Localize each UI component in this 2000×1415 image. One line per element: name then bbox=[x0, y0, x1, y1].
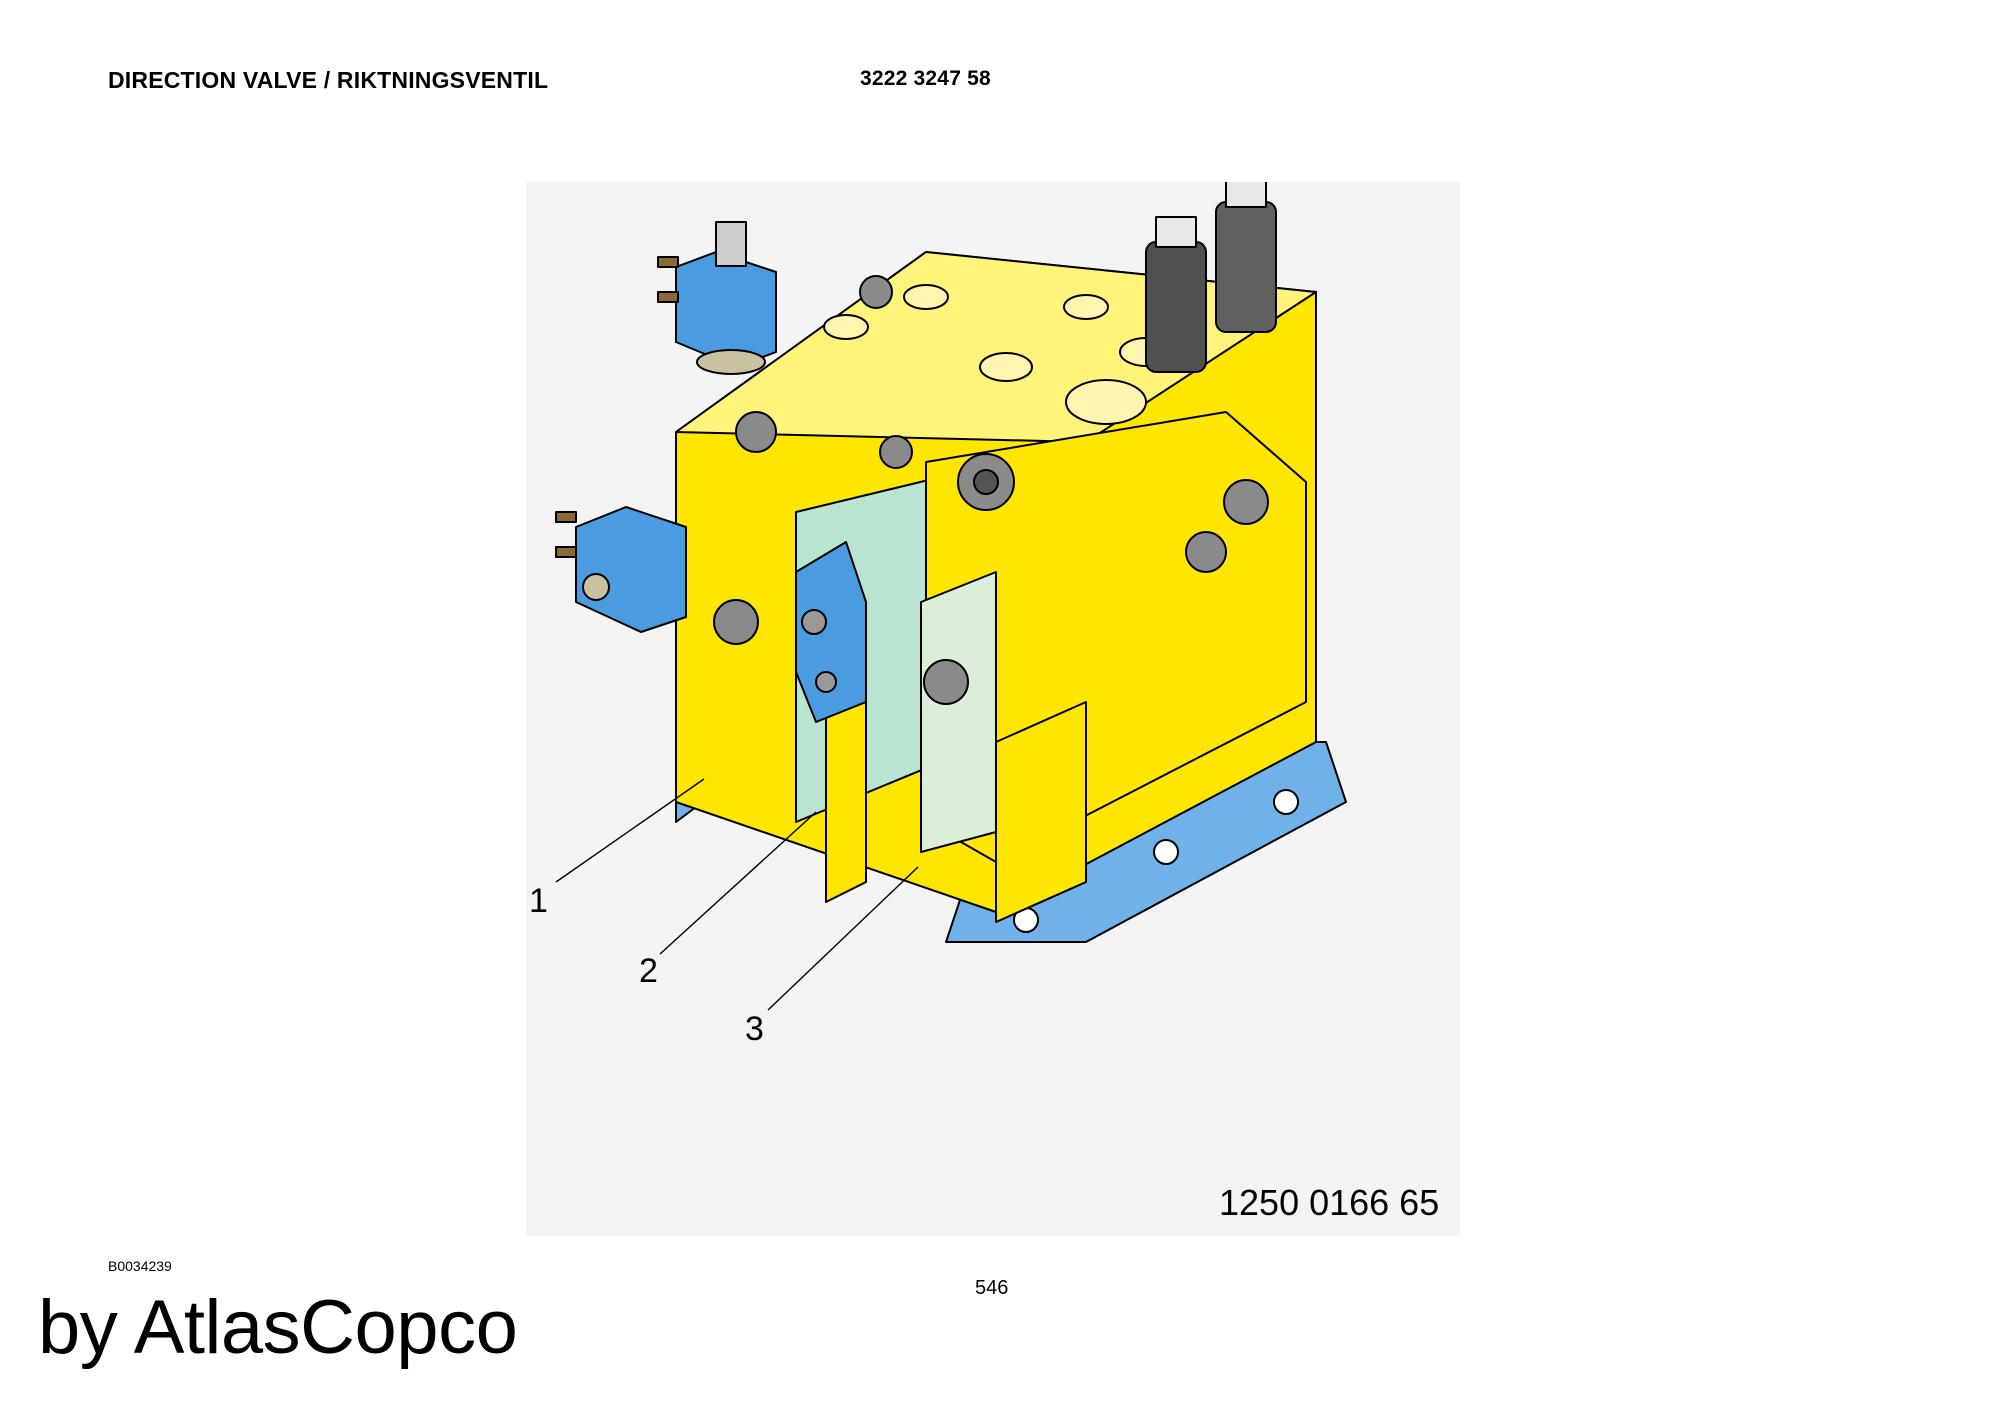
lower-solenoid bbox=[555, 506, 687, 633]
direction-valve-illustration bbox=[526, 182, 1460, 1236]
callout-2: 2 bbox=[639, 952, 658, 990]
part-number: 3222 3247 58 bbox=[860, 67, 991, 90]
callout-3: 3 bbox=[745, 1010, 764, 1048]
drawing-number: 1250 0166 65 bbox=[1219, 1182, 1440, 1223]
callout-1: 1 bbox=[529, 882, 548, 920]
upper-solenoid bbox=[657, 221, 777, 375]
brand-text: by AtlasCopco bbox=[38, 1285, 518, 1370]
pilot-block bbox=[795, 541, 867, 723]
document-title: DIRECTION VALVE / RIKTNINGSVENTIL bbox=[108, 67, 549, 93]
pressure-sensors bbox=[1145, 182, 1277, 373]
page-number: 546 bbox=[975, 1277, 1009, 1299]
reference-code: B0034239 bbox=[108, 1258, 172, 1274]
